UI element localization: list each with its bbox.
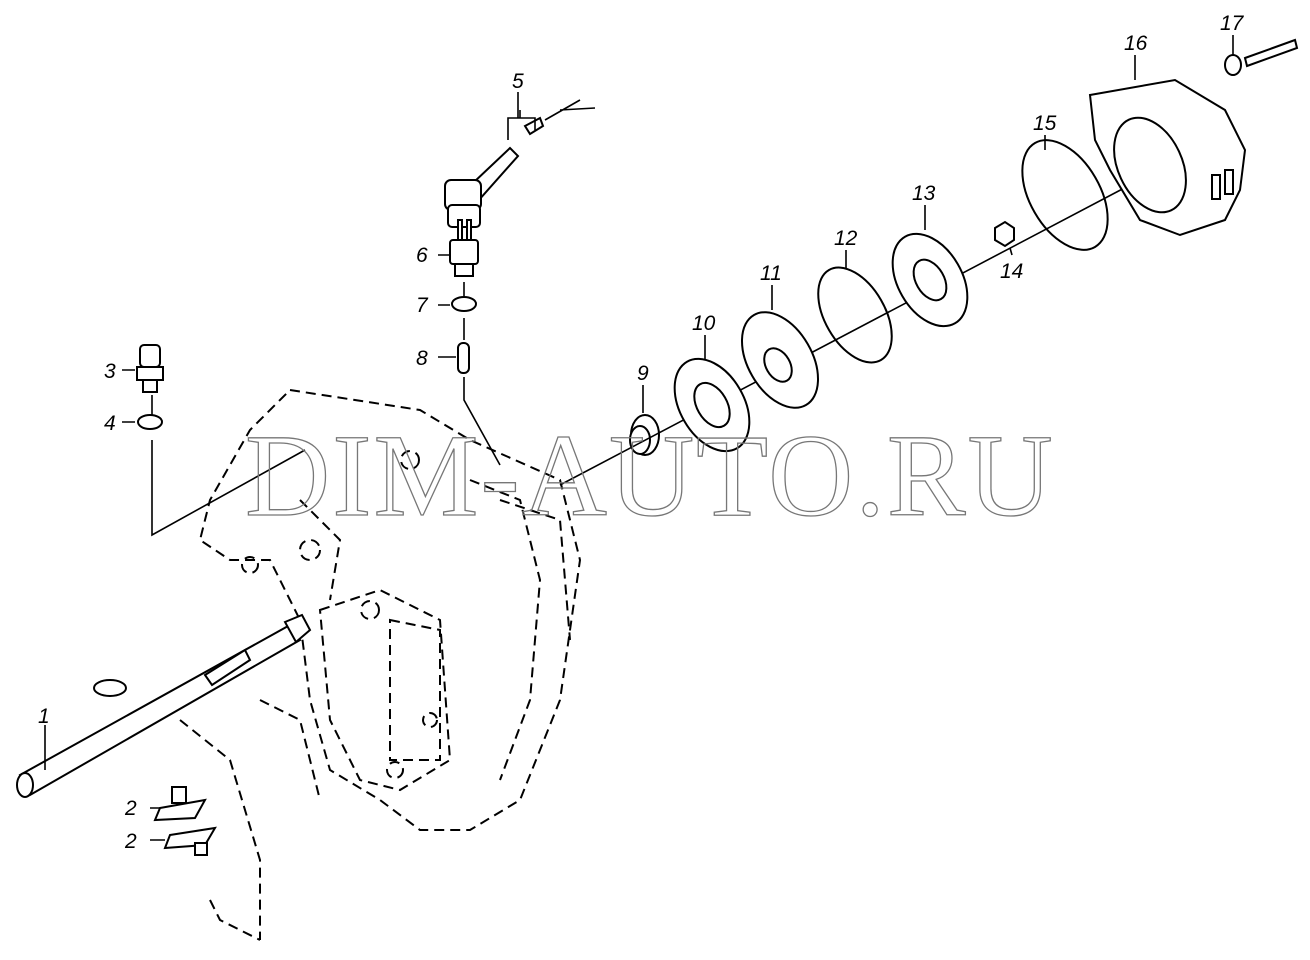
part-13-washer xyxy=(891,232,969,328)
part-7-o-ring xyxy=(451,296,477,312)
callout-11: 11 xyxy=(760,262,782,285)
part-6-switch xyxy=(449,219,479,277)
callout-7: 7 xyxy=(416,294,429,317)
callout-13: 13 xyxy=(912,182,936,205)
callout-15: 15 xyxy=(1033,112,1057,135)
callout-5: 5 xyxy=(512,70,524,93)
part-1-shift-rod xyxy=(16,613,312,798)
callout-8: 8 xyxy=(416,347,428,370)
part-5-connector-cable xyxy=(444,99,596,228)
part-9-seal xyxy=(629,414,660,456)
callout-4: 4 xyxy=(104,412,116,435)
part-2-clips xyxy=(153,786,217,856)
watermark: DIM-AUTO.RU xyxy=(245,410,1055,541)
part-4-washer xyxy=(137,414,163,430)
part-14-nut xyxy=(994,220,1015,248)
part-11-piston xyxy=(741,311,819,409)
part-3-sensor xyxy=(136,344,164,393)
callout-10: 10 xyxy=(692,312,716,335)
part-8-pin xyxy=(457,342,470,374)
gearbox-housing xyxy=(179,388,582,941)
part-17-washer xyxy=(1224,38,1299,76)
callout-2: 2 xyxy=(124,797,137,820)
callout-16: 16 xyxy=(1124,32,1148,55)
part-16-cover-housing xyxy=(1088,78,1247,237)
callout-9: 9 xyxy=(637,362,649,385)
callout-3: 3 xyxy=(104,360,116,383)
callout-12: 12 xyxy=(834,227,858,250)
callout-2: 2 xyxy=(124,830,137,853)
part-15-o-ring xyxy=(1021,139,1109,251)
part-10-washer xyxy=(673,357,751,453)
part-12-ring xyxy=(817,266,893,364)
callout-1: 1 xyxy=(38,705,50,728)
callout-17: 17 xyxy=(1220,12,1245,35)
callout-6: 6 xyxy=(416,244,428,267)
callout-14: 14 xyxy=(1000,260,1023,283)
